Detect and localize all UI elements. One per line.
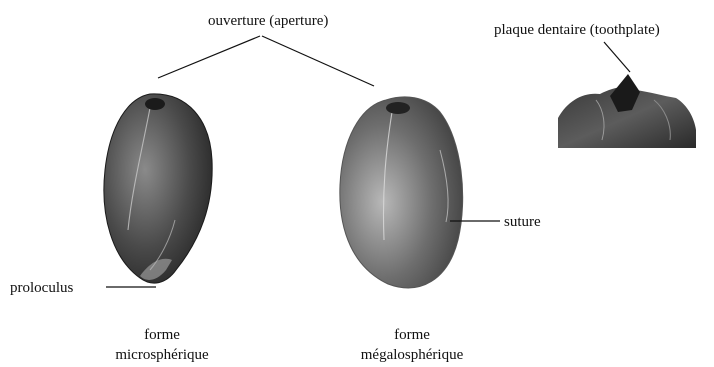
microspheric-specimen xyxy=(104,94,212,283)
megalospheric-caption-line2: mégalosphérique xyxy=(361,347,464,363)
toothplate-closeup xyxy=(558,74,696,148)
proloculus-label: proloculus xyxy=(10,280,73,296)
aperture-leader-right xyxy=(262,36,374,86)
aperture-leader-left xyxy=(158,36,260,78)
microspheric-caption-line2: microsphérique xyxy=(115,347,209,363)
toothplate-leader xyxy=(604,42,630,72)
suture-label: suture xyxy=(504,214,541,230)
microspheric-caption-line1: forme xyxy=(144,327,180,343)
megalospheric-caption-line1: forme xyxy=(394,327,430,343)
megalospheric-specimen xyxy=(340,97,463,288)
aperture-label: ouverture (aperture) xyxy=(208,13,328,29)
toothplate-label: plaque dentaire (toothplate) xyxy=(494,22,660,38)
